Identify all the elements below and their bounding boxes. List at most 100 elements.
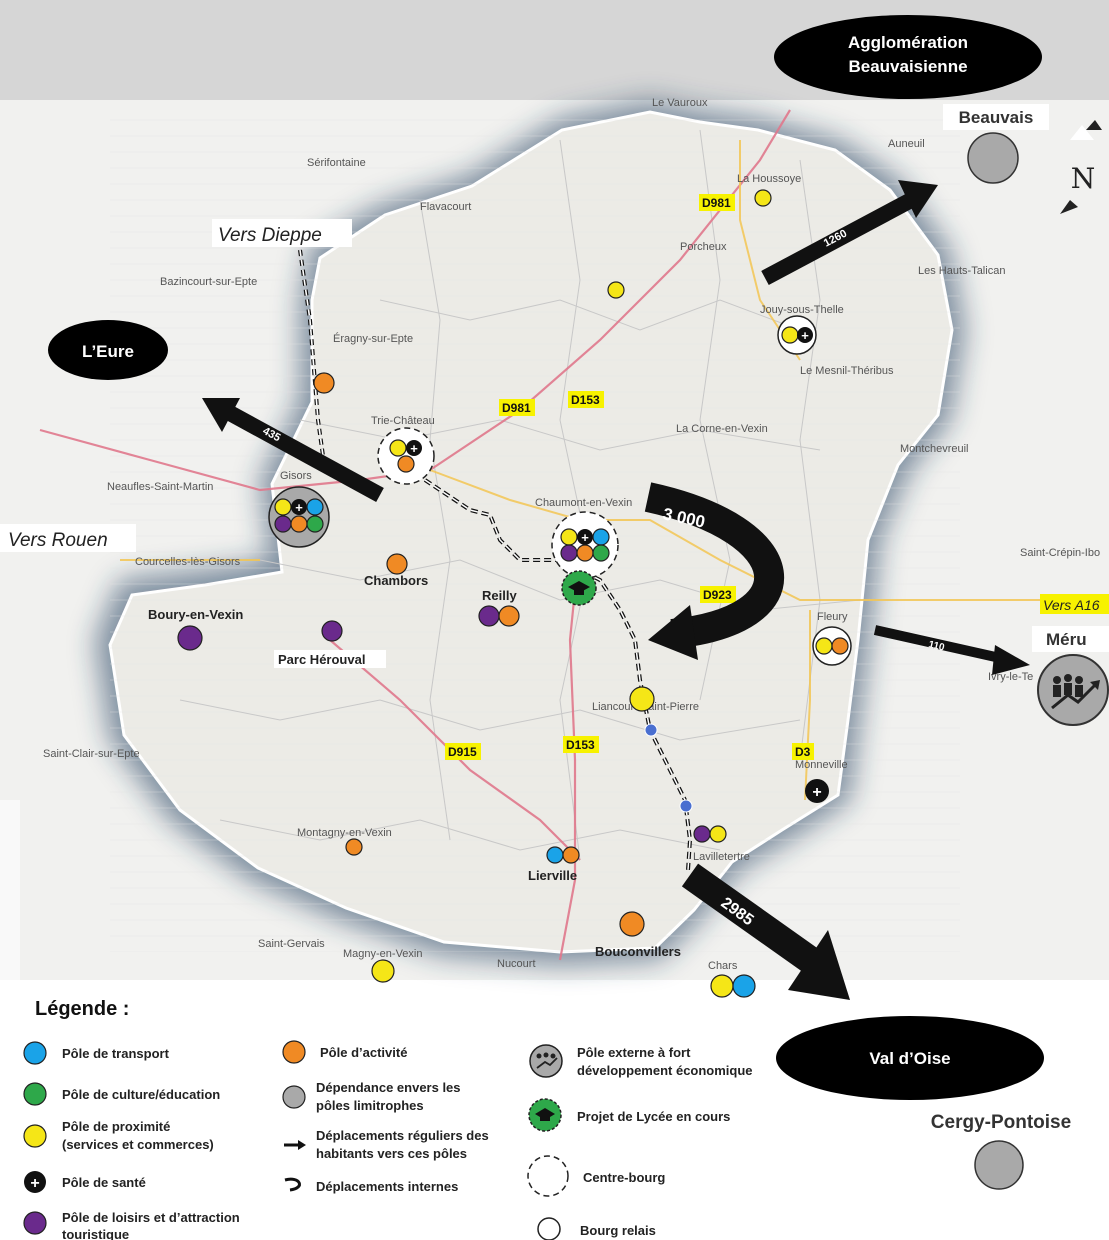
railway-dieppe-white xyxy=(299,249,326,471)
region-val-oise: Val d’Oise xyxy=(776,1016,1044,1100)
svg-text:Éragny-sur-Epte: Éragny-sur-Epte xyxy=(333,332,413,345)
people-growth-icon xyxy=(536,1052,558,1069)
roads-red xyxy=(39,109,791,961)
svg-text:Gisors: Gisors xyxy=(280,470,312,482)
svg-text:D153: D153 xyxy=(571,393,600,407)
svg-text:La Houssoye: La Houssoye xyxy=(737,173,801,185)
legend-swatch-activite xyxy=(282,1040,306,1064)
svg-text:Sérifontaine: Sérifontaine xyxy=(307,157,366,169)
pole-la-houssoye xyxy=(754,189,772,207)
pole-porcheux-area xyxy=(607,281,625,299)
svg-text:+: + xyxy=(410,441,418,456)
svg-text:Parc Hérouval: Parc Hérouval xyxy=(278,652,365,667)
external-pole-icon-meru xyxy=(1037,654,1109,726)
rail-station xyxy=(644,723,658,737)
pole-fleury xyxy=(812,626,852,666)
svg-text:+: + xyxy=(30,1175,39,1192)
svg-text:Saint-Clair-sur-Epte: Saint-Clair-sur-Epte xyxy=(43,748,140,760)
svg-text:Chambors: Chambors xyxy=(364,573,428,588)
pole-monneville-sante xyxy=(805,779,829,803)
svg-text:Auneuil: Auneuil xyxy=(888,138,925,150)
svg-text:D915: D915 xyxy=(448,745,477,759)
pole-parc-herouval xyxy=(321,620,343,642)
svg-text:La Corne-en-Vexin: La Corne-en-Vexin xyxy=(676,423,768,435)
svg-text:Vers Dieppe: Vers Dieppe xyxy=(218,225,322,246)
svg-text:Le Vauroux: Le Vauroux xyxy=(652,97,708,109)
svg-text:Pôle de santé: Pôle de santé xyxy=(62,1175,146,1190)
town-cergy-pontoise: Cergy-Pontoise xyxy=(931,1112,1071,1190)
svg-text:Dépendance envers les: Dépendance envers les xyxy=(316,1080,461,1095)
dependency-circle-beauvais xyxy=(967,132,1019,184)
svg-text:Pôle de proximité: Pôle de proximité xyxy=(62,1119,170,1134)
svg-text:Pôle de loisirs et d’attractio: Pôle de loisirs et d’attraction xyxy=(62,1210,240,1225)
svg-text:développement économique: développement économique xyxy=(577,1063,753,1078)
pole-jouy-sous-thelle: + xyxy=(777,315,817,355)
svg-text:N: N xyxy=(1071,162,1096,195)
svg-text:Courcelles-lès-Gisors: Courcelles-lès-Gisors xyxy=(135,556,241,568)
pole-gisors: + xyxy=(268,486,330,548)
edge-fade xyxy=(0,800,20,980)
legend: Légende : Pôle de transport Pôle de cult… xyxy=(23,998,753,1240)
svg-text:Pôle externe à fort: Pôle externe à fort xyxy=(577,1045,691,1060)
region-agglo-beauvaisienne: Agglomération Beauvaisienne xyxy=(774,15,1042,99)
svg-text:Ivry-le-Te: Ivry-le-Te xyxy=(988,671,1033,683)
direction-labels: Vers Dieppe Vers Rouen Vers A16 xyxy=(0,219,1109,614)
svg-text:Méru: Méru xyxy=(1046,630,1087,649)
pole-reilly-activite xyxy=(498,605,520,627)
svg-text:Pôle d’activité: Pôle d’activité xyxy=(320,1045,407,1060)
town-meru: Méru xyxy=(1032,626,1109,726)
pole-reilly-loisirs xyxy=(478,605,500,627)
legend-swatch-sante xyxy=(24,1171,46,1193)
svg-text:pôles limitrophes: pôles limitrophes xyxy=(316,1098,424,1113)
pole-lierville-activite xyxy=(562,846,580,864)
svg-text:+: + xyxy=(801,328,809,343)
svg-text:Beauvais: Beauvais xyxy=(959,108,1034,127)
svg-text:Le Mesnil-Théribus: Le Mesnil-Théribus xyxy=(800,365,894,377)
svg-text:Centre-bourg: Centre-bourg xyxy=(583,1170,665,1185)
pole-eragny xyxy=(313,372,335,394)
svg-text:D981: D981 xyxy=(702,196,731,210)
svg-text:Légende :: Légende : xyxy=(35,998,129,1020)
people-growth-icon xyxy=(1051,674,1100,710)
svg-text:D981: D981 xyxy=(502,401,531,415)
svg-text:Montchevreuil: Montchevreuil xyxy=(900,443,968,455)
svg-text:Neaufles-Saint-Martin: Neaufles-Saint-Martin xyxy=(107,481,213,493)
dependency-circle-cergy xyxy=(974,1140,1024,1190)
svg-text:Flavacourt: Flavacourt xyxy=(420,201,471,213)
svg-text:Montagny-en-Vexin: Montagny-en-Vexin xyxy=(297,827,392,839)
legend-swatch-dependance xyxy=(282,1085,306,1109)
north-arrow-icon: N xyxy=(1060,120,1102,214)
svg-text:Jouy-sous-Thelle: Jouy-sous-Thelle xyxy=(760,304,844,316)
svg-text:touristique: touristique xyxy=(62,1227,129,1240)
svg-text:Bazincourt-sur-Epte: Bazincourt-sur-Epte xyxy=(160,276,257,288)
svg-text:Déplacements réguliers des: Déplacements réguliers des xyxy=(316,1128,489,1143)
svg-text:D3: D3 xyxy=(795,745,811,759)
svg-text:D923: D923 xyxy=(703,588,732,602)
legend-swatch-pole-externe xyxy=(529,1044,563,1078)
legend-swatch-proximite xyxy=(23,1124,47,1148)
svg-text:Chars: Chars xyxy=(708,960,738,972)
svg-text:Vers Rouen: Vers Rouen xyxy=(8,530,108,551)
pole-boury-en-vexin xyxy=(177,625,203,651)
svg-text:Bourg relais: Bourg relais xyxy=(580,1223,656,1238)
svg-text:Boury-en-Vexin: Boury-en-Vexin xyxy=(148,607,243,622)
health-plus-icon: + xyxy=(812,784,821,801)
base-place-names: Le Vauroux Auneuil Sérifontaine Flavacou… xyxy=(43,97,1100,972)
pole-chambors xyxy=(386,553,408,575)
region-eure: L’Eure xyxy=(48,320,168,380)
pole-lavilletertre-loisirs xyxy=(693,825,711,843)
svg-text:Saint-Crépin-Ibo: Saint-Crépin-Ibo xyxy=(1020,547,1100,559)
svg-text:Lavilletertre: Lavilletertre xyxy=(693,851,750,863)
svg-text:+: + xyxy=(295,500,303,515)
flow-arrow-eure: 435 xyxy=(202,398,384,503)
svg-text:Nucourt: Nucourt xyxy=(497,958,536,970)
railway-main-white xyxy=(424,479,691,871)
svg-text:D153: D153 xyxy=(566,738,595,752)
svg-text:Les Hauts-Talican: Les Hauts-Talican xyxy=(918,265,1005,277)
svg-text:Pôle de culture/éducation: Pôle de culture/éducation xyxy=(62,1087,220,1102)
legend-swatch-centre-bourg xyxy=(527,1155,569,1197)
svg-text:(services et commerces): (services et commerces) xyxy=(62,1137,214,1152)
legend-curved-arrow-icon xyxy=(284,1177,301,1192)
rail-station xyxy=(679,799,693,813)
